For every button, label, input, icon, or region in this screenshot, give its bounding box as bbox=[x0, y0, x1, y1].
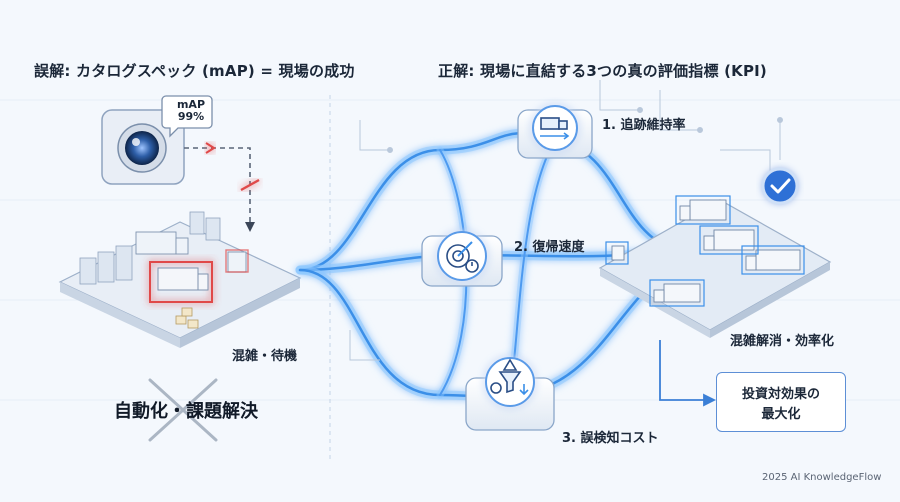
cost-funnel-icon bbox=[490, 358, 529, 396]
congested-warehouse bbox=[58, 211, 302, 348]
map-bubble bbox=[161, 95, 213, 138]
kpi-label-1: 1. 追跡維持率 bbox=[602, 118, 686, 133]
right-caption: 混雑解消・効率化 bbox=[730, 334, 835, 349]
map-bubble-text: mAP 99% bbox=[170, 99, 212, 123]
kpi-node-2 bbox=[421, 231, 503, 287]
camera-icon bbox=[101, 109, 185, 185]
kpi-label-3: 3. 誤検知コスト bbox=[562, 431, 659, 446]
check-badge-icon bbox=[761, 167, 799, 205]
kpi-node-1 bbox=[517, 105, 593, 159]
failed-flow-arrow bbox=[184, 142, 260, 232]
left-title: 誤解: カタログスペック (mAP) = 現場の成功 bbox=[34, 62, 355, 80]
map-label: mAP bbox=[176, 98, 206, 111]
result-line-2: 最大化 bbox=[761, 407, 801, 422]
footer-credit: 2025 AI KnowledgeFlow bbox=[762, 472, 882, 483]
efficient-warehouse bbox=[598, 195, 832, 338]
result-box: 投資対効果の 最大化 bbox=[716, 372, 846, 432]
result-arrow bbox=[659, 340, 717, 407]
target-timer-icon bbox=[446, 241, 479, 273]
crossed-text: 自動化・課題解決 bbox=[114, 401, 258, 422]
result-line-1: 投資対効果の bbox=[741, 387, 820, 402]
kpi-label-2: 2. 復帰速度 bbox=[514, 240, 585, 255]
right-title: 正解: 現場に直結する3つの真の評価指標 (KPI) bbox=[438, 62, 767, 80]
map-value: 99% bbox=[177, 110, 205, 123]
circuit-traces bbox=[349, 80, 783, 361]
left-caption: 混雑・待機 bbox=[232, 349, 298, 364]
cross-mark bbox=[148, 378, 218, 442]
truck-route-icon bbox=[540, 117, 570, 140]
